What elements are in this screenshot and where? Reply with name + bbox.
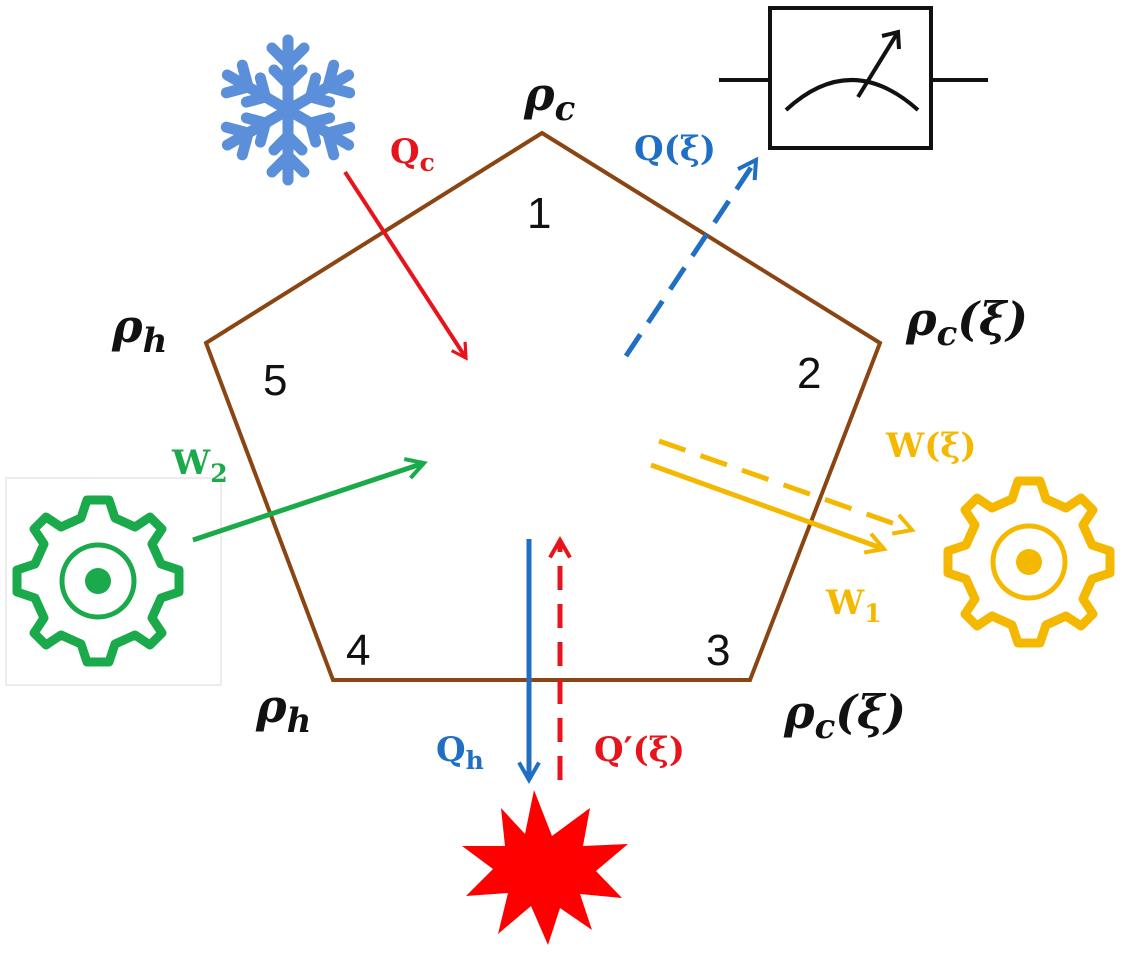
vertex-number-3: 3 (706, 626, 730, 675)
state-label-1: ρc (523, 67, 576, 129)
qxi-arrow (623, 156, 759, 358)
flow-label-w2: W2 (171, 443, 228, 488)
flow-label-q-prime-xi: Q′(ξ) (594, 730, 685, 770)
flow-label-qc: Qc (390, 132, 435, 177)
vertex-number-4: 4 (346, 626, 370, 675)
state-label-3: ρc(ξ) (783, 685, 906, 747)
snowflake-icon (219, 34, 356, 180)
gear-in-icon (12, 495, 184, 667)
state-label-5: ρh (111, 299, 167, 361)
vertex-number-1: 1 (527, 189, 551, 238)
vertex-number-5: 5 (263, 356, 287, 405)
flow-label-w-xi: W(ξ) (885, 426, 977, 466)
state-label-2: ρc(ξ) (905, 292, 1028, 354)
flow-label-qh: Qh (436, 730, 484, 775)
cycle-pentagon (203, 130, 883, 682)
flow-label-w1: W1 (825, 583, 882, 628)
wxi-arrow (658, 438, 916, 536)
state-label-4: ρh (255, 679, 311, 741)
measurement-meter-icon (719, 6, 988, 150)
gear-out-icon (943, 476, 1115, 648)
flow-label-q-xi: Q(ξ) (634, 129, 716, 169)
starburst-icon (462, 790, 628, 945)
w2-arrow (192, 457, 428, 543)
w1-arrow (650, 462, 888, 555)
qc-arrow (343, 170, 468, 361)
vertex-number-2: 2 (797, 349, 821, 398)
